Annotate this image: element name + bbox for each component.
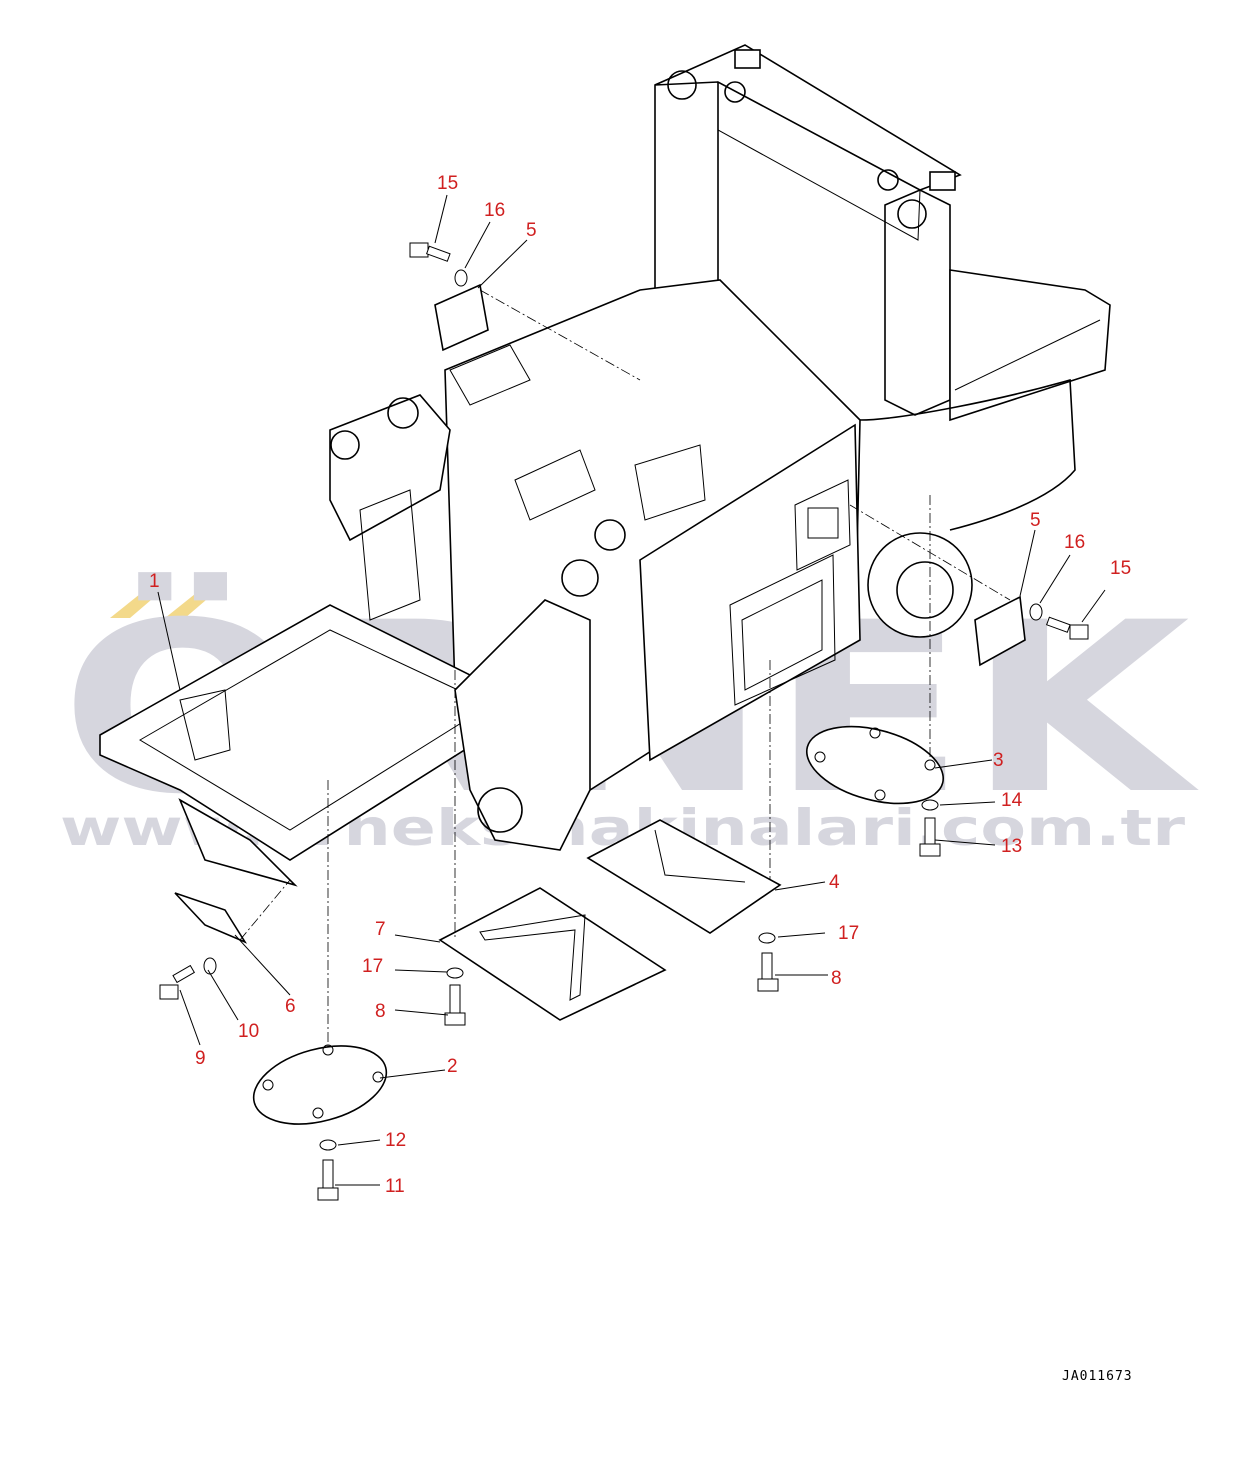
cover-plate-5-right xyxy=(974,595,1026,667)
callout-10: 10 xyxy=(238,1021,259,1042)
callout-15-top: 15 xyxy=(437,173,458,194)
drawing-code: JA011673 xyxy=(1062,1369,1133,1384)
under-plate-7 xyxy=(438,887,667,1021)
watermark-accent-left xyxy=(110,594,158,618)
callout-16-top: 16 xyxy=(484,200,505,221)
callout-11: 11 xyxy=(385,1176,405,1197)
callout-labels: 1 2 3 4 5 5 6 7 8 8 9 10 11 12 13 14 15 … xyxy=(149,173,1131,1197)
guard-plate-6 xyxy=(174,892,248,944)
frame-assembly xyxy=(99,44,1111,887)
callout-17-left: 17 xyxy=(362,956,383,977)
watermark-accent-right xyxy=(165,594,213,618)
cover-plates xyxy=(159,242,1089,1201)
leader-lines xyxy=(157,194,1106,1186)
callout-15-right: 15 xyxy=(1110,558,1131,579)
callout-8-left: 8 xyxy=(375,1001,386,1022)
cover-plate-2 xyxy=(252,1045,388,1125)
callout-7: 7 xyxy=(375,919,386,940)
callout-16-right: 16 xyxy=(1064,532,1085,553)
callout-13: 13 xyxy=(1001,836,1022,857)
callout-8-right: 8 xyxy=(831,968,842,989)
callout-5-right: 5 xyxy=(1030,510,1041,531)
cover-plate-3 xyxy=(805,725,945,805)
callout-1: 1 xyxy=(149,571,160,592)
callout-6: 6 xyxy=(285,996,296,1017)
callout-2: 2 xyxy=(447,1056,458,1077)
callout-17-right: 17 xyxy=(838,923,859,944)
callout-14: 14 xyxy=(1001,790,1023,811)
callout-3: 3 xyxy=(993,750,1004,771)
callout-4: 4 xyxy=(829,872,840,893)
callout-12: 12 xyxy=(385,1130,406,1151)
cover-plate-5-top xyxy=(434,283,489,352)
callout-5-top: 5 xyxy=(526,220,537,241)
callout-9: 9 xyxy=(195,1048,206,1069)
